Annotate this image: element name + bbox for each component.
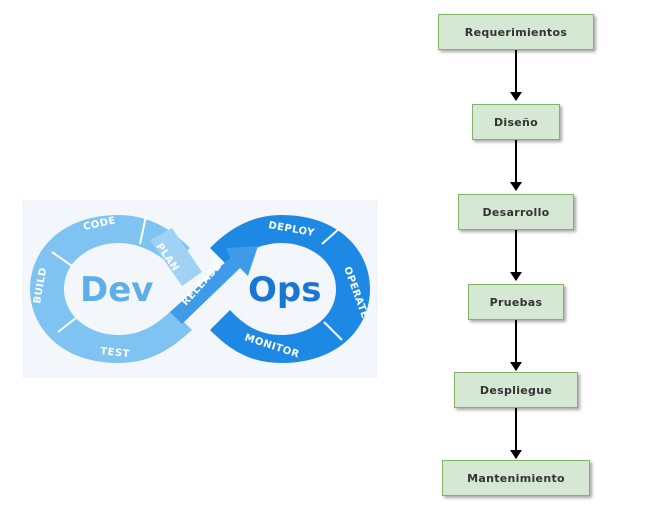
step-despliegue: Despliegue <box>454 372 578 408</box>
step-pruebas: Pruebas <box>468 284 564 320</box>
arrow-3 <box>510 230 522 281</box>
step-desarrollo: Desarrollo <box>458 194 574 230</box>
step-mantenimiento: Mantenimiento <box>442 460 590 496</box>
arrow-5 <box>510 408 522 459</box>
arrow-1 <box>510 50 522 101</box>
step-label: Mantenimiento <box>467 471 565 485</box>
step-label: Pruebas <box>489 295 543 309</box>
step-requerimientos: Requerimientos <box>438 14 594 50</box>
step-label: Desarrollo <box>482 205 550 219</box>
release-arrow <box>170 246 258 324</box>
step-label: Despliegue <box>479 383 553 397</box>
plan-segment <box>150 228 202 286</box>
devops-infinity-diagram: CODE PLAN BUILD TEST RELEASE DEPLOY OPER… <box>22 200 378 378</box>
dev-loop <box>30 215 192 363</box>
arrow-4 <box>510 320 522 371</box>
arrow-2 <box>510 140 522 191</box>
segment-dividers <box>51 215 343 341</box>
waterfall-flowchart: Requerimientos Diseño Desarrollo Pruebas… <box>408 0 630 514</box>
ops-loop <box>210 215 370 363</box>
ops-title: Ops <box>248 270 321 310</box>
step-label: Diseño <box>493 115 539 129</box>
stage-test-label: TEST <box>100 346 131 360</box>
dev-title: Dev <box>80 270 153 310</box>
step-diseno: Diseño <box>472 104 560 140</box>
step-label: Requerimientos <box>464 25 568 39</box>
